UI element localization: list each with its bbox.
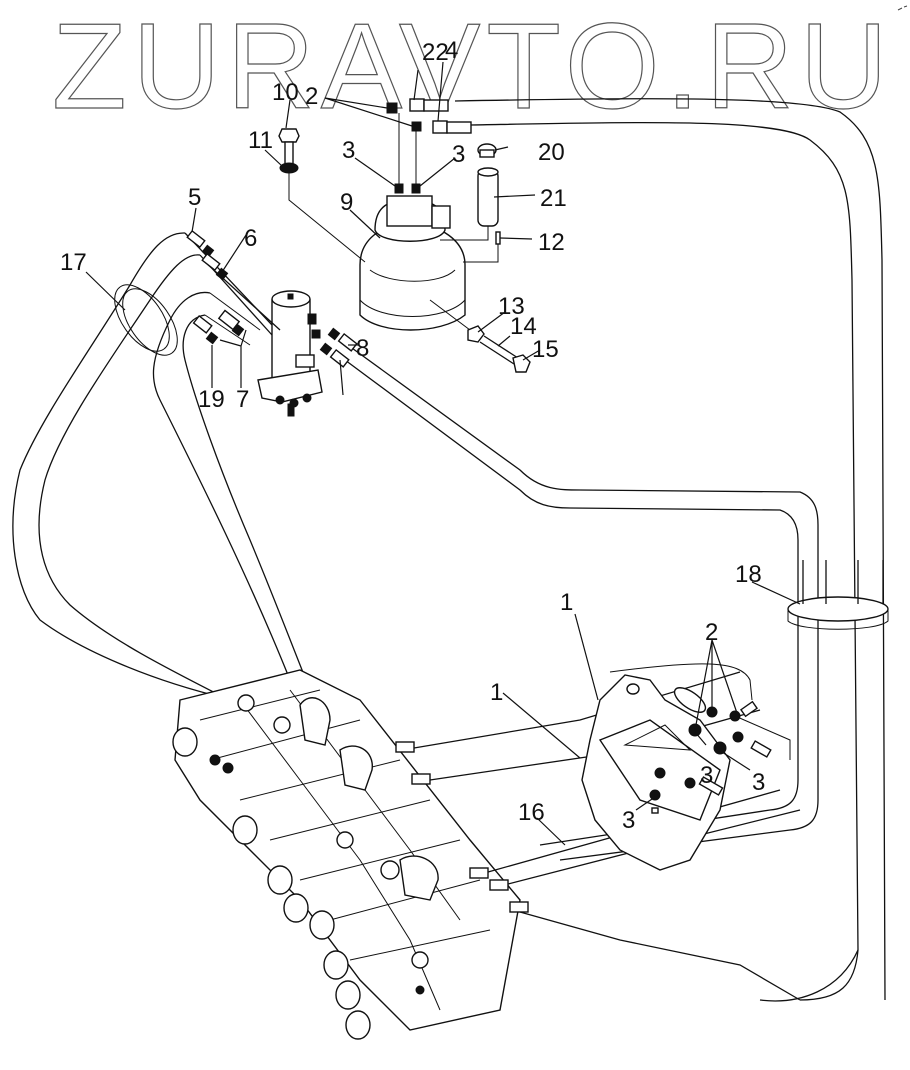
callout-3-motor-right: 3 <box>752 769 765 796</box>
fitting-2b <box>411 121 422 132</box>
callout-2-top: 2 <box>305 83 318 110</box>
callout-8: 8 <box>356 335 369 362</box>
callout-3-motor-bottom: 3 <box>622 807 635 834</box>
bolt-10 <box>278 128 300 165</box>
fitting-21-nut <box>409 98 425 112</box>
pin-12 <box>495 231 501 245</box>
callout-5: 5 <box>188 184 201 211</box>
hose-clamp-left <box>114 284 178 356</box>
slewing-motor <box>288 113 499 331</box>
leader-lines <box>85 61 801 846</box>
breather-cap-18 <box>477 143 497 158</box>
hose-clamp-right <box>787 560 889 630</box>
fitting-4-nut <box>432 120 448 134</box>
fitting-3a <box>394 183 404 194</box>
callout-9: 9 <box>340 189 353 216</box>
drain-fitting-13 <box>467 325 485 343</box>
hose-group-swivel-to-right <box>344 342 819 861</box>
drain-assembly <box>429 299 531 373</box>
travel-motor <box>581 663 791 871</box>
callout-1-upper: 1 <box>560 589 573 616</box>
callout-labels: 22 4 2 10 11 3 3 20 21 9 12 5 6 17 13 14… <box>60 37 765 834</box>
callout-21: 22 <box>422 39 449 66</box>
callout-17: 16 <box>518 799 545 826</box>
callout-3-motor-center: 3 <box>700 762 713 789</box>
callout-18: 20 <box>538 139 565 166</box>
fitting-21-body <box>423 99 449 112</box>
washer-11 <box>279 162 299 174</box>
callout-6: 6 <box>244 225 257 252</box>
fitting-4-body <box>446 121 472 134</box>
fitting-3b <box>411 183 421 194</box>
callout-11: 11 <box>248 127 273 154</box>
callout-12: 12 <box>538 229 565 256</box>
callout-15: 15 <box>532 336 559 363</box>
breather-filter-19 <box>477 167 499 227</box>
callout-3-top-right: 3 <box>452 141 465 168</box>
callout-1-lower: 1 <box>490 679 503 706</box>
hose-group-right-loop <box>454 98 886 1002</box>
callout-16-left: 17 <box>60 249 87 276</box>
callout-7: 7 <box>236 386 249 413</box>
top-fittings <box>386 98 472 134</box>
hose-group-left-loop <box>12 232 311 704</box>
callout-16-right: 18 <box>735 561 762 588</box>
control-valve-block <box>172 669 529 1040</box>
callout-20: 19 <box>198 386 225 413</box>
fitting-2a <box>386 102 398 114</box>
stray-mark <box>897 5 908 11</box>
callout-14: 14 <box>510 313 537 340</box>
watermark-text: ZURAVTO.RU <box>52 0 894 134</box>
callout-4: 4 <box>445 37 458 64</box>
callout-19: 21 <box>540 185 567 212</box>
callout-3-top-left: 3 <box>342 137 355 164</box>
callout-13: 13 <box>498 293 525 320</box>
center-swivel-joint <box>184 229 358 417</box>
drain-plug-15 <box>512 354 531 373</box>
callout-2-motor: 2 <box>705 619 718 646</box>
callout-10: 10 <box>272 79 299 106</box>
